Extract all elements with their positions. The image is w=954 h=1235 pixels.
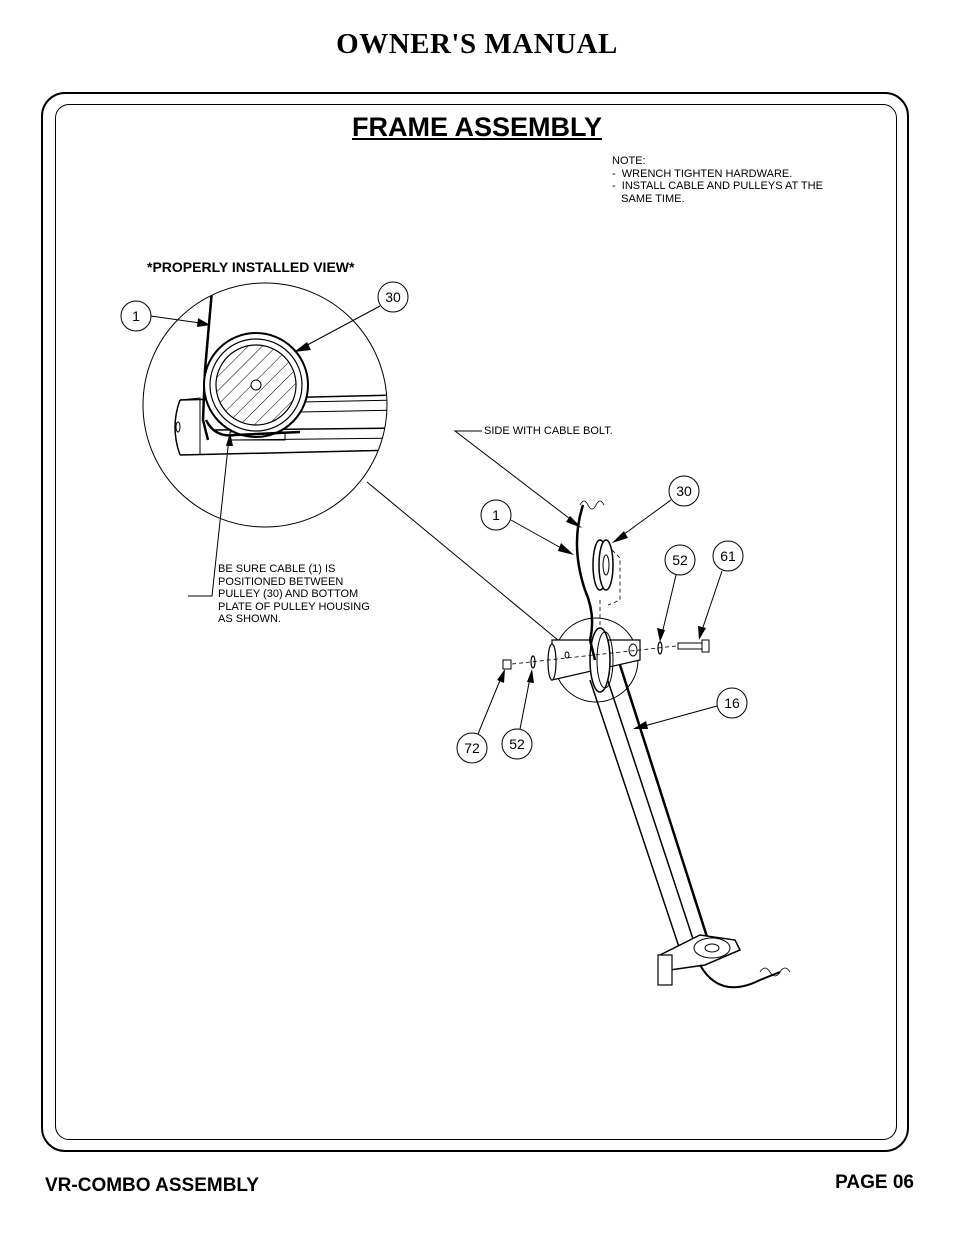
- assembly-note: NOTE: - WRENCH TIGHTEN HARDWARE. - INSTA…: [612, 155, 823, 205]
- note-line: - WRENCH TIGHTEN HARDWARE.: [612, 167, 793, 180]
- page-frame-outer: [41, 92, 909, 1152]
- page-frame-inner: [55, 104, 897, 1140]
- callout-nut-72: 72: [464, 740, 480, 756]
- main-assembly: 1 30 52 61 16 72 52: [453, 430, 791, 989]
- callout-bolt-61: 61: [720, 548, 736, 564]
- side-with-cable-bolt-note: SIDE WITH CABLE BOLT.: [484, 425, 613, 437]
- detail-callout-1: 1: [132, 308, 140, 324]
- callout-cable-1: 1: [492, 507, 500, 523]
- cable-note-line: PLATE OF PULLEY HOUSING: [218, 600, 370, 613]
- callout-pulley-30: 30: [676, 483, 692, 499]
- callout-washer-52: 52: [672, 552, 688, 568]
- cable-position-note: BE SURE CABLE (1) IS POSITIONED BETWEEN …: [218, 563, 370, 626]
- footer-page-number: PAGE 06: [835, 1172, 914, 1193]
- section-title: FRAME ASSEMBLY: [352, 112, 603, 142]
- note-line: NOTE:: [612, 155, 646, 167]
- note-line: SAME TIME.: [612, 192, 685, 205]
- callout-upright-16: 16: [724, 695, 740, 711]
- installed-view-label: *PROPERLY INSTALLED VIEW*: [147, 259, 355, 275]
- detail-view: 1 30: [120, 281, 571, 651]
- cable-note-line: BE SURE CABLE (1) IS: [218, 563, 336, 575]
- footer-assembly-name: VR-COMBO ASSEMBLY: [45, 1175, 259, 1196]
- cable-note-line: POSITIONED BETWEEN: [218, 575, 344, 588]
- cable-note-line: AS SHOWN.: [218, 613, 281, 625]
- callout-washer-52-left: 52: [509, 736, 525, 752]
- detail-callout-30: 30: [385, 289, 401, 305]
- cable-note-line: PULLEY (30) AND BOTTOM: [218, 588, 359, 600]
- page-header-title: OWNER'S MANUAL: [336, 28, 618, 60]
- note-line: - INSTALL CABLE AND PULLEYS AT THE: [612, 180, 823, 192]
